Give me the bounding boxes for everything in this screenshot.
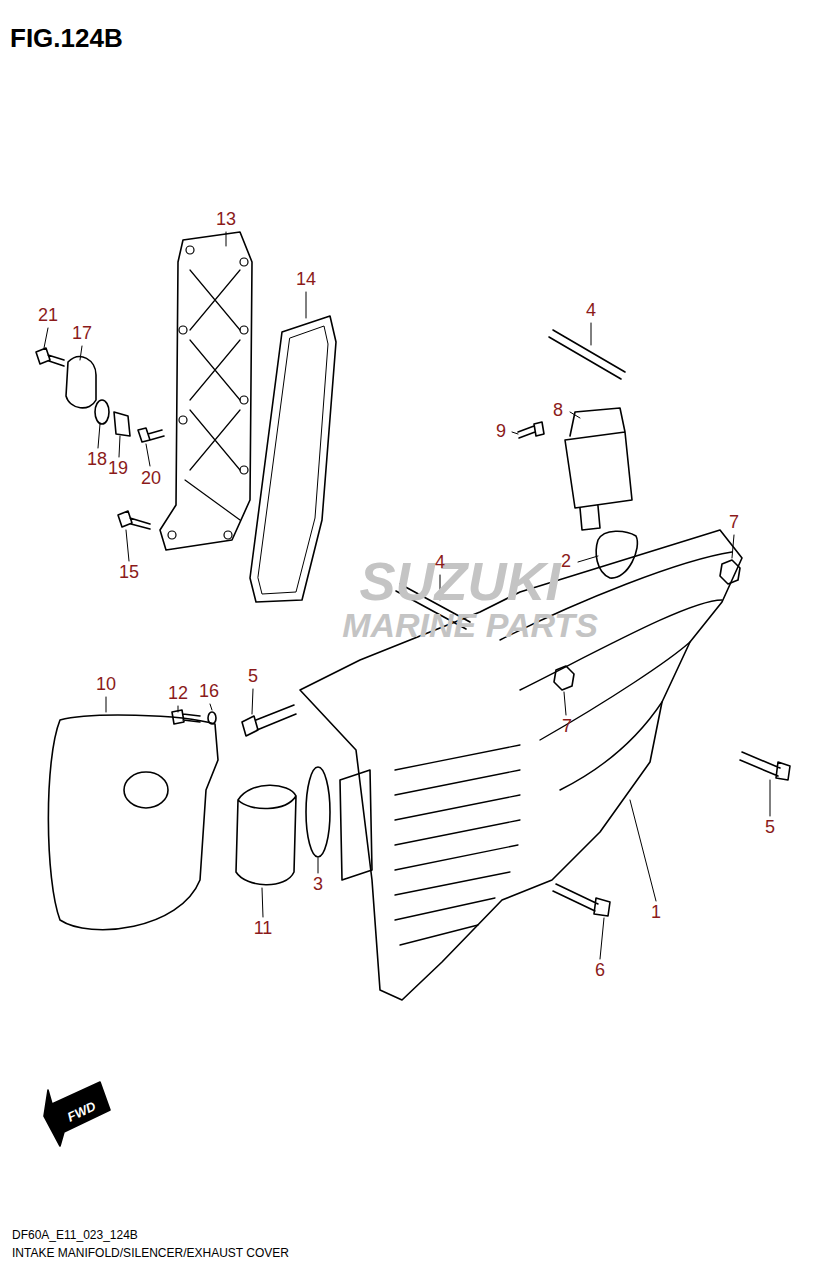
nut	[554, 666, 574, 690]
callout-number: 10	[96, 675, 116, 695]
callout-number: 13	[216, 210, 236, 230]
watermark: SUZUKI	[360, 552, 561, 611]
callout-number: 6	[595, 961, 605, 981]
callout-number: 5	[248, 667, 258, 687]
bolt	[740, 752, 790, 780]
callout-number: 4	[586, 301, 596, 321]
figure-caption: INTAKE MANIFOLD/SILENCER/EXHAUST COVER	[12, 1247, 289, 1260]
callout-number: 9	[496, 422, 506, 442]
callout-number: 16	[199, 682, 219, 702]
callout-number: 15	[119, 563, 139, 583]
bolt	[172, 710, 200, 724]
bolt	[242, 705, 296, 736]
fwd-arrow	[44, 1082, 110, 1146]
callout-number: 4	[435, 553, 445, 573]
nut	[720, 560, 740, 584]
leader-line	[44, 232, 770, 959]
watermark: MARINE PARTS	[342, 607, 598, 644]
sensor	[565, 408, 632, 530]
callout-number: 21	[38, 306, 58, 326]
callout-number: 7	[729, 513, 739, 533]
silencer-opening	[124, 772, 168, 808]
callout-number: 7	[562, 717, 572, 737]
callout-number: 18	[87, 450, 107, 470]
bolt	[138, 428, 164, 442]
manifold-flange	[340, 770, 372, 880]
callout-number: 11	[254, 919, 273, 939]
silencer-ring	[236, 785, 296, 885]
intake-manifold	[300, 530, 742, 1000]
callout-number: 19	[108, 459, 128, 479]
callout-number: 3	[313, 875, 323, 895]
silencer	[48, 715, 218, 930]
callout-number: 1	[651, 903, 661, 923]
callout-number: 17	[72, 324, 92, 344]
callout-number: 5	[765, 818, 775, 838]
collar	[114, 412, 130, 436]
bolt	[518, 422, 544, 438]
gasket	[250, 316, 336, 602]
callout-number: 12	[168, 684, 188, 704]
callout-number: 20	[141, 469, 161, 489]
gasket-inner	[258, 326, 328, 594]
callout-number: 8	[553, 401, 563, 421]
o-ring	[596, 531, 637, 578]
callout-number: 14	[296, 270, 316, 290]
cover-ribs	[185, 270, 240, 520]
drawing-code: DF60A_E11_023_124B	[12, 1229, 138, 1242]
o-ring	[306, 767, 330, 857]
bolt	[36, 348, 64, 366]
o-ring	[95, 400, 109, 424]
figure-title: FIG.124B	[10, 24, 123, 53]
bolt	[553, 884, 610, 916]
manifold-grille	[395, 745, 520, 945]
cover-bolt-holes	[168, 246, 248, 539]
exhaust-cover	[160, 232, 252, 550]
washer	[208, 712, 216, 724]
stud	[549, 330, 625, 379]
cap	[66, 357, 96, 408]
callout-number: 2	[561, 552, 571, 572]
bolt	[118, 511, 150, 529]
